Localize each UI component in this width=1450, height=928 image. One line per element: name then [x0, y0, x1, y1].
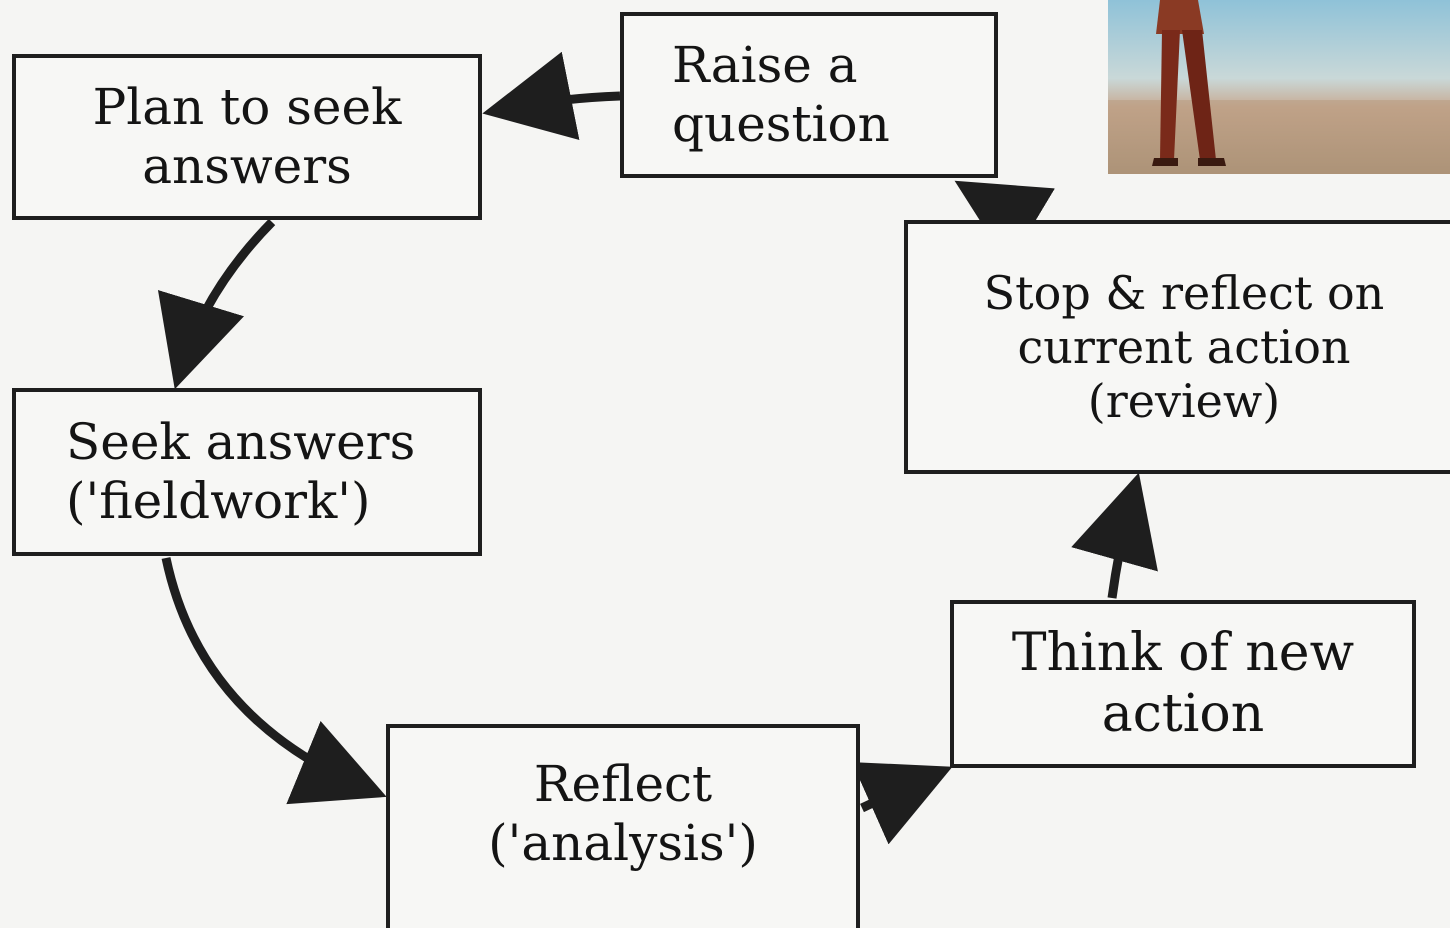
arrow-think-to-stop	[1071, 472, 1158, 599]
box-seek-answers: Seek answers ('fieldwork')	[12, 388, 482, 556]
box-plan-line-1: Plan to seek	[92, 78, 402, 136]
box-reflect-analysis: Reflect ('analysis')	[386, 724, 860, 928]
box-raise-line-2: question	[672, 95, 890, 153]
arrow-seek-to-reflect	[161, 557, 387, 805]
arrow-stop-to-raise	[954, 180, 1055, 266]
box-plan-line-2: answers	[142, 137, 352, 195]
arrow-raise-to-plan	[482, 51, 621, 141]
box-plan-to-seek-answers: Plan to seek answers	[12, 54, 482, 220]
box-raise-a-question: Raise a question	[620, 12, 998, 178]
box-stop-line-1: Stop & reflect on	[983, 265, 1385, 320]
arrow-plan-to-seek	[157, 218, 276, 390]
box-stop-line-3: (review)	[1087, 374, 1281, 429]
box-stop-line-2: current action	[1017, 319, 1351, 374]
box-reflect-line-1: Reflect	[533, 755, 713, 813]
box-think-line-1: Think of new	[1011, 622, 1355, 683]
walking-person-photo	[1108, 0, 1450, 174]
box-reflect-line-2: ('analysis')	[488, 814, 758, 872]
box-think-line-2: action	[1101, 684, 1265, 744]
box-seek-line-2: ('fieldwork')	[66, 472, 371, 530]
box-seek-line-1: Seek answers	[66, 413, 416, 471]
arrow-reflect-to-think	[851, 762, 953, 845]
walking-person-image	[1108, 0, 1450, 174]
box-think-of-new-action: Think of new action	[950, 600, 1416, 768]
box-raise-line-1: Raise a	[672, 36, 858, 94]
box-stop-and-reflect: Stop & reflect on current action (review…	[904, 220, 1450, 474]
